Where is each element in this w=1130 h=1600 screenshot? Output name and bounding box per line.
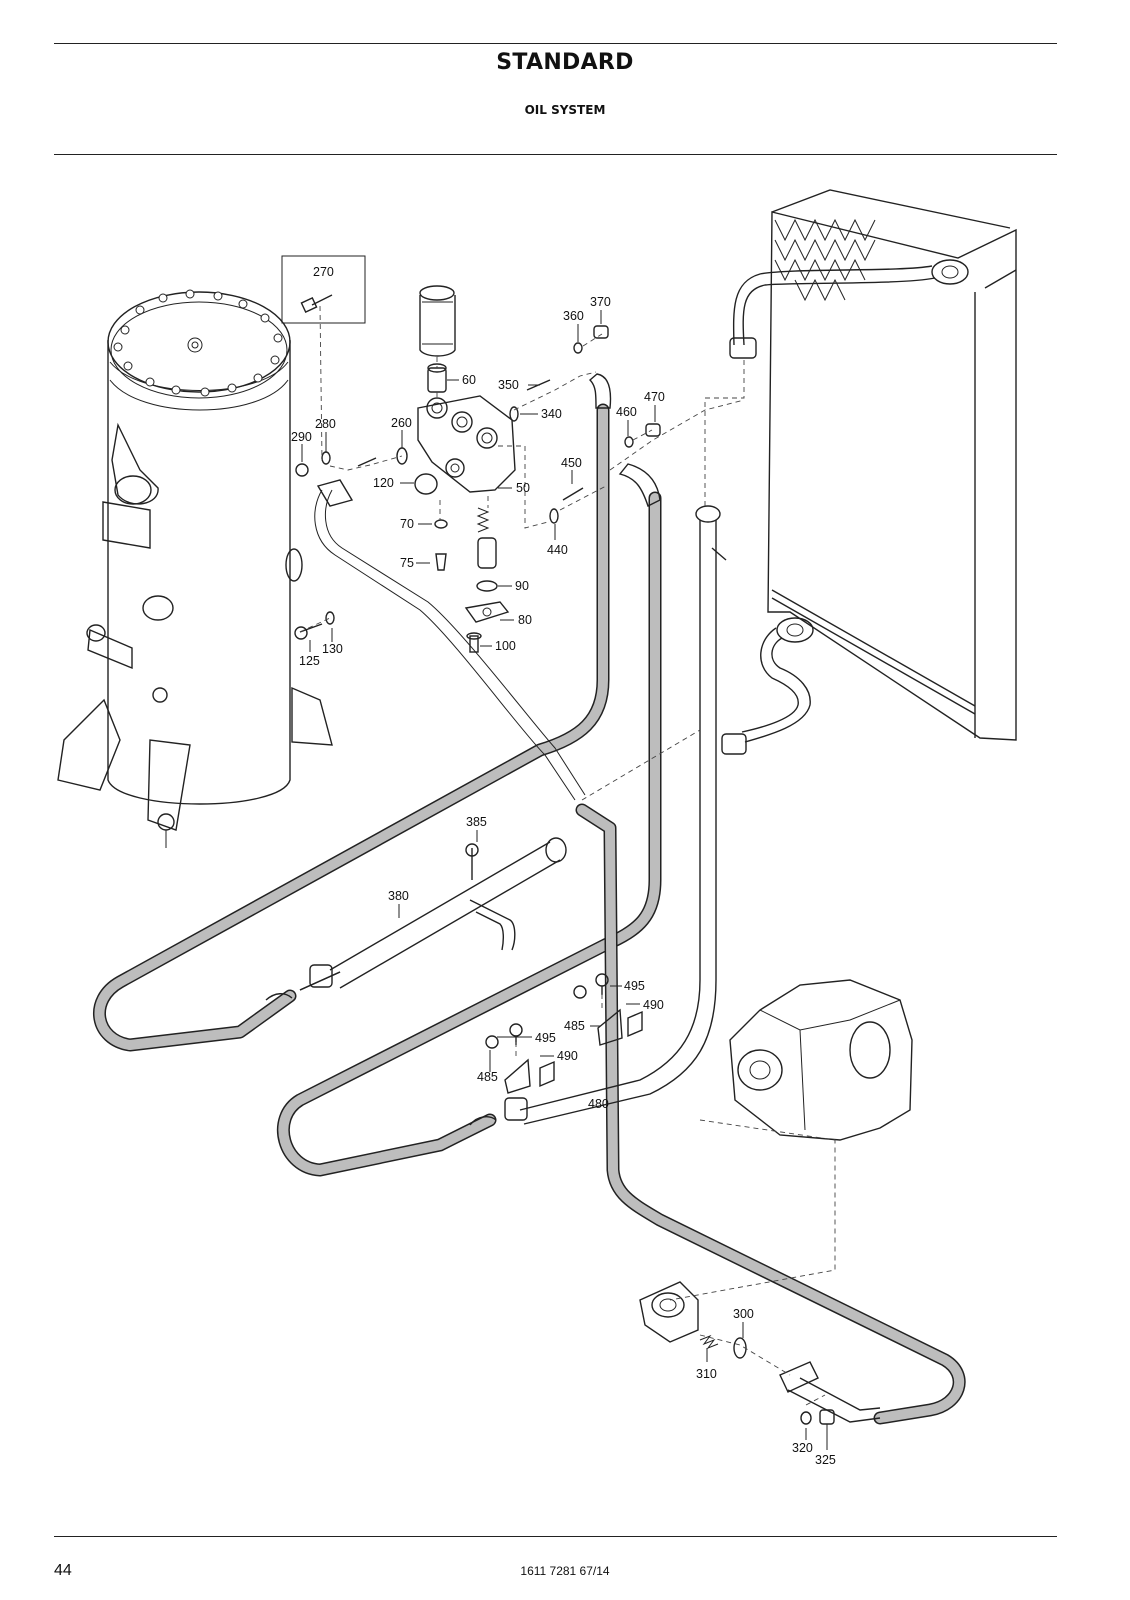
oil-separator-vessel xyxy=(57,289,333,848)
callout-495-lower: 495 xyxy=(535,1031,556,1045)
valve-parts-stack xyxy=(464,507,510,653)
callout-labels: 270 360 370 60 350 340 460 470 280 290 2… xyxy=(291,265,836,1467)
callout-280: 280 xyxy=(315,417,336,431)
header-bottom-rule xyxy=(54,154,1057,155)
callout-470: 470 xyxy=(644,390,665,404)
small-parts-top-right xyxy=(509,325,661,524)
callout-75: 75 xyxy=(400,556,414,570)
callout-leaders xyxy=(301,310,828,1450)
callout-310: 310 xyxy=(696,1367,717,1381)
pipe-480 xyxy=(519,505,727,1125)
callout-325: 325 xyxy=(815,1453,836,1467)
callout-90: 90 xyxy=(515,579,529,593)
callout-80: 80 xyxy=(518,613,532,627)
oil-filter xyxy=(419,285,456,357)
hose-fittings xyxy=(265,373,661,1126)
callout-490-lower: 490 xyxy=(557,1049,578,1063)
callout-450: 450 xyxy=(561,456,582,470)
page-number: 44 xyxy=(54,1562,72,1579)
pipe-380 xyxy=(329,837,567,989)
small-parts-left xyxy=(294,447,448,640)
callout-120: 120 xyxy=(373,476,394,490)
callout-480: 480 xyxy=(588,1097,609,1111)
callout-130: 130 xyxy=(322,642,343,656)
callout-485-lower: 485 xyxy=(477,1070,498,1084)
callout-290: 290 xyxy=(291,430,312,444)
callout-70: 70 xyxy=(400,517,414,531)
callout-300: 300 xyxy=(733,1307,754,1321)
callout-340: 340 xyxy=(541,407,562,421)
brackets xyxy=(485,973,643,1094)
page-subtitle: OIL SYSTEM xyxy=(524,103,606,117)
callout-100: 100 xyxy=(495,639,516,653)
callout-380: 380 xyxy=(388,889,409,903)
callout-440: 440 xyxy=(547,543,568,557)
callout-320: 320 xyxy=(792,1441,813,1455)
cooler-fin-pattern xyxy=(774,218,876,302)
dashed-leader-lines xyxy=(299,305,836,1406)
callout-350: 350 xyxy=(498,378,519,392)
callout-495-upper: 495 xyxy=(624,979,645,993)
callout-box-270 xyxy=(281,255,366,324)
footer-rule xyxy=(54,1536,1057,1537)
hose-lines xyxy=(93,403,966,1425)
callout-490-upper: 490 xyxy=(643,998,664,1012)
callout-385: 385 xyxy=(466,815,487,829)
callout-260: 260 xyxy=(391,416,412,430)
vessel-cover-bolts xyxy=(113,289,283,397)
oil-cooler xyxy=(721,189,1017,755)
callout-50: 50 xyxy=(516,481,530,495)
callout-60: 60 xyxy=(462,373,476,387)
callout-485-upper: 485 xyxy=(564,1019,585,1033)
nipple-60 xyxy=(427,363,447,393)
pipe-separator-to-filter xyxy=(314,479,586,801)
callout-270: 270 xyxy=(313,265,334,279)
callout-125: 125 xyxy=(299,654,320,668)
callout-370: 370 xyxy=(590,295,611,309)
lower-valve-block xyxy=(639,1281,881,1425)
header-top-rule xyxy=(54,43,1057,44)
page-title: STANDARD xyxy=(496,50,634,75)
callout-460: 460 xyxy=(616,405,637,419)
document-number: 1611 7281 67/14 xyxy=(520,1564,610,1578)
compressor-element xyxy=(729,979,913,1141)
callout-360: 360 xyxy=(563,309,584,323)
oil-filter-housing-50 xyxy=(417,395,516,493)
